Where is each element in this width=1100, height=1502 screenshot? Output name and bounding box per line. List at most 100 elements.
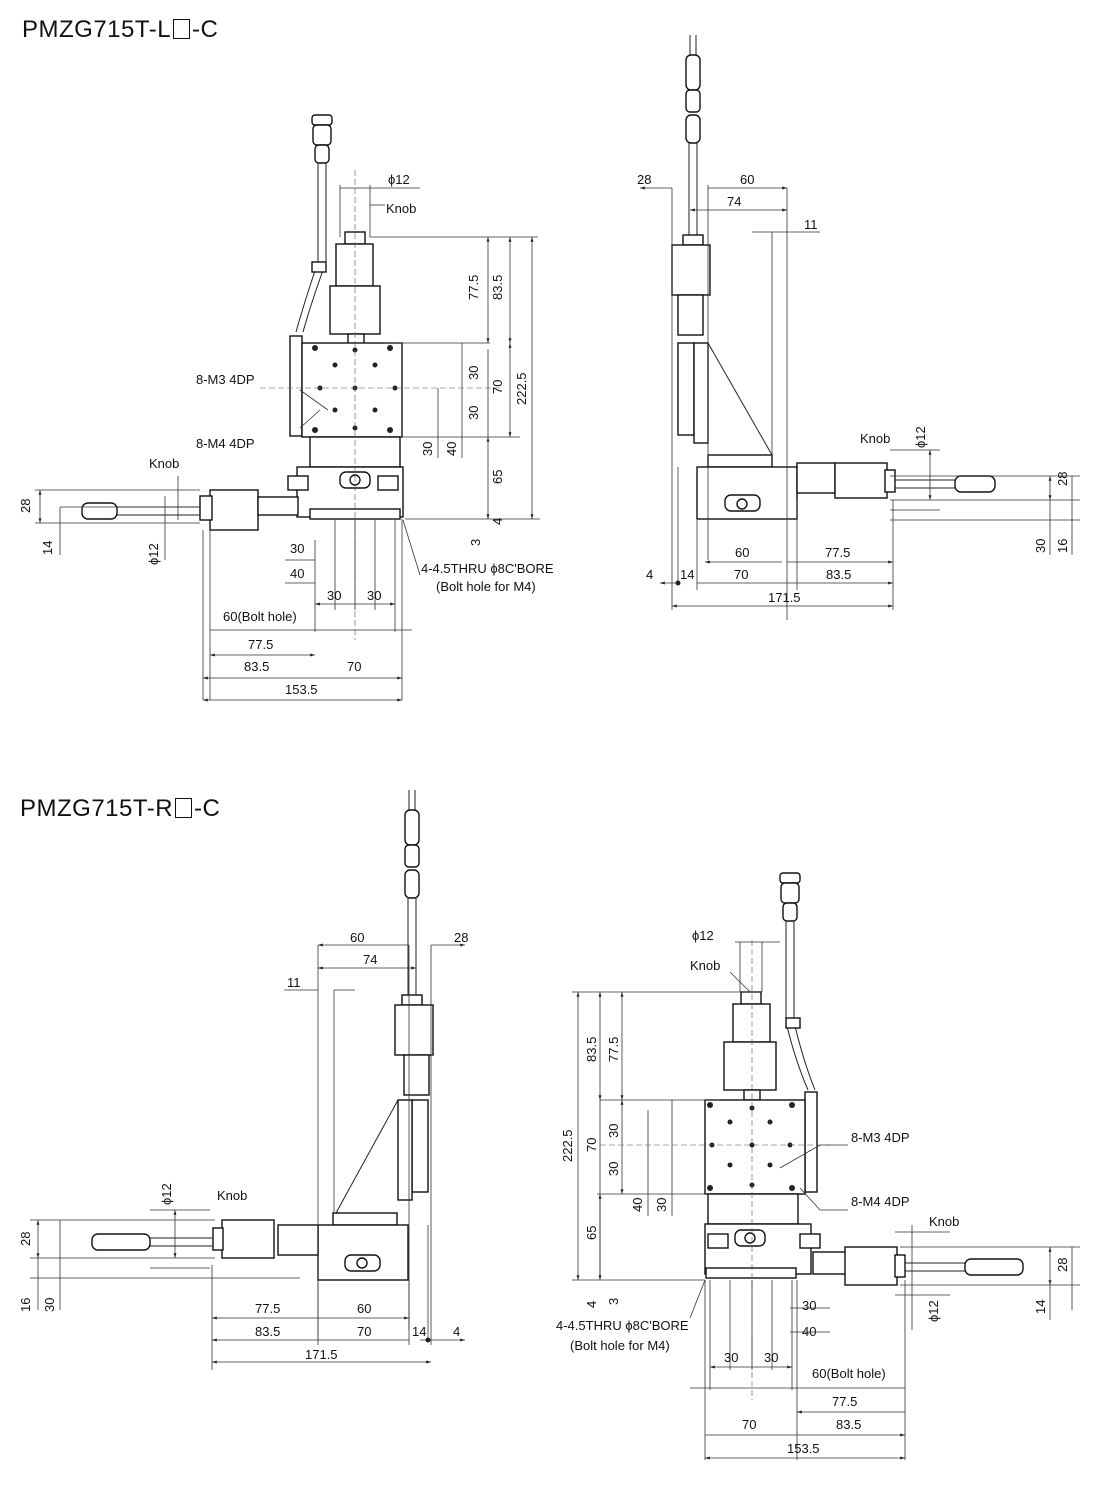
dim-label: 30 (367, 588, 381, 603)
dim-label: 28 (18, 1232, 33, 1246)
dim-label: 77.5 (606, 1037, 621, 1062)
dim-label: 40 (444, 442, 459, 456)
dim-label: 40 (802, 1324, 816, 1339)
thru-label: 4-4.5THRU ϕ8C'BORE (421, 561, 554, 576)
side-view-r: 60 28 74 11 Knob ϕ12 28 16 30 77.5 60 83… (18, 790, 468, 1370)
dim-label: 83.5 (255, 1324, 280, 1339)
dim-label: 60 (740, 172, 754, 187)
dim-label: 83.5 (584, 1037, 599, 1062)
dim-label: 11 (804, 217, 818, 232)
bolt60-label: 60(Bolt hole) (812, 1366, 886, 1381)
dim-label: 4 (453, 1324, 460, 1339)
phi12-label: ϕ12 (388, 172, 410, 187)
dim-label: 60 (350, 930, 364, 945)
dim-label: 77.5 (466, 275, 481, 300)
dim-label: 30 (420, 442, 435, 456)
dim-label: 28 (18, 499, 33, 513)
m3-label: 8-M3 4DP (851, 1130, 910, 1145)
knob-label: Knob (929, 1214, 959, 1229)
dim-label: 222.5 (514, 372, 529, 405)
dim-label: 83.5 (836, 1417, 861, 1432)
dim-label: 171.5 (768, 590, 801, 605)
dim-label: 30 (802, 1298, 816, 1313)
m4-label: 8-M4 4DP (196, 436, 255, 451)
dim-label: 4 (490, 518, 505, 525)
dim-label: 60 (735, 545, 749, 560)
dim-label: 77.5 (255, 1301, 280, 1316)
dim-label: 70 (347, 659, 361, 674)
dim-label: 40 (290, 566, 304, 581)
model-title-l: PMZG715T-L-C (22, 16, 219, 43)
dim-label: 83.5 (244, 659, 269, 674)
dim-label: 65 (584, 1226, 599, 1240)
phi12-label: ϕ12 (692, 928, 714, 943)
dim-label: 70 (490, 380, 505, 394)
dim-label: 30 (42, 1298, 57, 1312)
dim-label: 77.5 (832, 1394, 857, 1409)
bolt-label: (Bolt hole for M4) (570, 1338, 670, 1353)
dim-label: 153.5 (787, 1441, 820, 1456)
dim-label: 11 (287, 975, 301, 990)
dim-label: 171.5 (305, 1347, 338, 1362)
m4-label: 8-M4 4DP (851, 1194, 910, 1209)
dim-label: 16 (18, 1298, 33, 1312)
dim-label: 3 (468, 539, 483, 546)
dim-label: 60 (357, 1301, 371, 1316)
bolt60-label: 60(Bolt hole) (223, 609, 297, 624)
dim-label: 30 (327, 588, 341, 603)
phi12-label: ϕ12 (913, 426, 928, 448)
dim-label: 70 (584, 1138, 599, 1152)
dim-label: 30 (724, 1350, 738, 1365)
knob-label: Knob (690, 958, 720, 973)
dim-label: 3 (606, 1298, 621, 1305)
dim-label: 30 (290, 541, 304, 556)
dim-label: 70 (742, 1417, 756, 1432)
dim-label: 14 (412, 1324, 426, 1339)
knob-label: Knob (386, 201, 416, 216)
knob-label: Knob (149, 456, 179, 471)
dim-label: 28 (1055, 472, 1070, 486)
dim-label: 83.5 (826, 567, 851, 582)
bolt-label: (Bolt hole for M4) (436, 579, 536, 594)
dim-label: 4 (646, 567, 653, 582)
dim-label: 40 (630, 1198, 645, 1212)
dim-label: 222.5 (560, 1129, 575, 1162)
dim-label: 153.5 (285, 682, 318, 697)
variant-box-icon (175, 798, 193, 818)
dim-label: 30 (466, 366, 481, 380)
top-view-r: ϕ12 Knob 83.5 77.5 222.5 30 70 30 40 30 … (556, 872, 1080, 1460)
m3-label: 8-M3 4DP (196, 372, 255, 387)
variant-box-icon (173, 19, 191, 39)
phi12-label: ϕ12 (926, 1300, 941, 1322)
knob-label: Knob (860, 431, 890, 446)
dim-label: 30 (1033, 539, 1048, 553)
dim-label: 28 (1055, 1258, 1070, 1272)
dim-label: 14 (1033, 1300, 1048, 1314)
model-title-r: PMZG715T-R-C (20, 795, 221, 822)
dim-label: 28 (637, 172, 651, 187)
dim-label: 30 (764, 1350, 778, 1365)
side-view-l: 28 60 74 11 Knob ϕ12 28 30 16 60 77.5 4 … (637, 35, 1080, 620)
dim-label: 14 (40, 541, 55, 555)
dim-label: 14 (680, 567, 694, 582)
dim-label: 28 (454, 930, 468, 945)
dim-label: 30 (606, 1124, 621, 1138)
phi12-label: ϕ12 (146, 543, 161, 565)
dim-label: 30 (466, 406, 481, 420)
dim-label: 4 (584, 1301, 599, 1308)
dim-label: 30 (654, 1198, 669, 1212)
dim-label: 30 (606, 1162, 621, 1176)
top-view-l: ϕ12 Knob 77.5 83.5 222.5 30 70 30 30 40 … (18, 114, 554, 702)
dim-label: 83.5 (490, 275, 505, 300)
dim-label: 77.5 (825, 545, 850, 560)
dim-label: 70 (734, 567, 748, 582)
dim-label: 74 (727, 194, 741, 209)
dim-label: 65 (490, 470, 505, 484)
thru-label: 4-4.5THRU ϕ8C'BORE (556, 1318, 689, 1333)
dim-label: 74 (363, 952, 377, 967)
knob-label: Knob (217, 1188, 247, 1203)
dim-label: 16 (1055, 539, 1070, 553)
dim-label: 70 (357, 1324, 371, 1339)
dim-label: 77.5 (248, 637, 273, 652)
